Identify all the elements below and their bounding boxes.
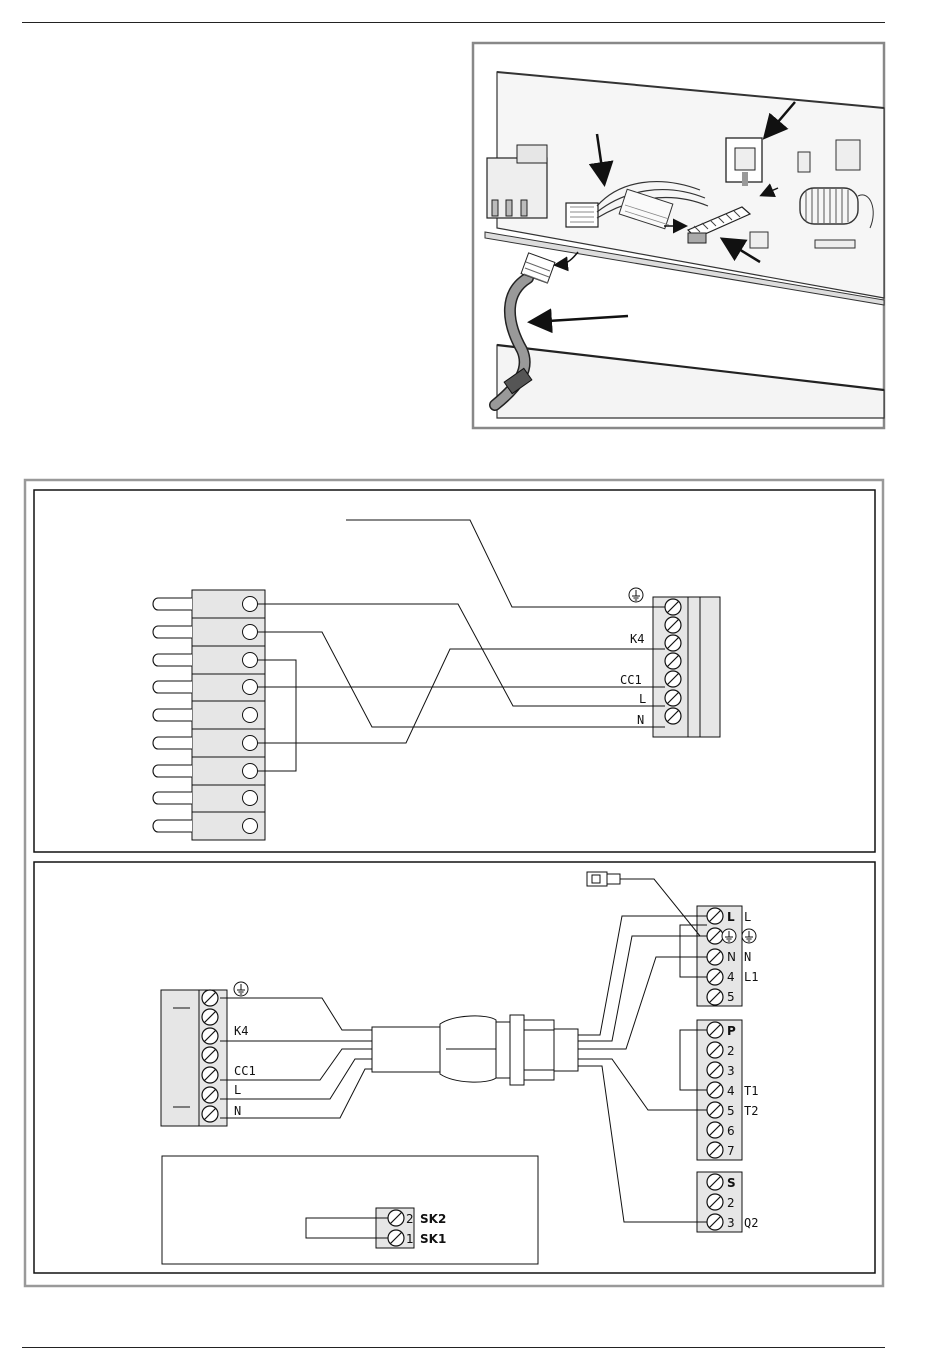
block3-number-3: 3 (727, 1216, 735, 1230)
block1-number-5: 5 (727, 990, 735, 1004)
cable-gland (372, 1015, 578, 1085)
block1-label-n: N (744, 950, 751, 964)
installation-photo (473, 43, 884, 428)
terminal-block-1 (653, 597, 720, 737)
inset-box: 2 1 SK2 SK1 (162, 1156, 538, 1264)
left-label-k4: K4 (234, 1024, 248, 1038)
block1-label-l: L (744, 910, 751, 924)
block3-number-2: 2 (727, 1196, 735, 1210)
block2-number-3: 3 (727, 1064, 735, 1078)
block1-bold-label: L (727, 910, 735, 924)
block2-number-6: 6 (727, 1124, 735, 1138)
left-label-cc1: CC1 (234, 1064, 256, 1078)
inset-label-sk2: SK2 (420, 1212, 446, 1226)
block2-number-5: 5 (727, 1104, 735, 1118)
block1-ground-small-icon (722, 929, 736, 943)
ground-icon (629, 588, 643, 602)
terminal-label-l: L (639, 692, 646, 706)
ground-icon (742, 929, 756, 943)
block2-label-t2: T2 (744, 1104, 758, 1118)
spade-connector (587, 872, 620, 886)
block1-number-n: N (727, 950, 736, 964)
block1-number-4: 4 (727, 970, 735, 984)
block2-number-2: 2 (727, 1044, 735, 1058)
block2-label-t1: T1 (744, 1084, 758, 1098)
block2-bold-label: P (727, 1024, 736, 1038)
left-label-l: L (234, 1083, 241, 1097)
ground-icon (234, 982, 248, 996)
block3-label-q2: Q2 (744, 1216, 758, 1230)
block1-label-l1: L1 (744, 970, 758, 984)
inset-label-sk1: SK1 (420, 1232, 446, 1246)
terminal-block-left (161, 990, 227, 1126)
inset-number-2: 2 (406, 1212, 414, 1226)
relay-module (726, 138, 762, 186)
wires-1 (258, 520, 665, 771)
inset-number-1: 1 (406, 1232, 414, 1246)
block3-bold-label: S (727, 1176, 736, 1190)
block2-number-4: 4 (727, 1084, 735, 1098)
left-label-n: N (234, 1104, 241, 1118)
plug-connector (153, 590, 265, 840)
wiring-diagram-2: K4 CC1 L N (34, 862, 875, 1273)
wiring-diagram-1: K4 CC1 L N (34, 490, 875, 852)
terminal-label-k4: K4 (630, 632, 644, 646)
block2-number-7: 7 (727, 1144, 735, 1158)
terminal-label-cc1: CC1 (620, 673, 642, 687)
terminal-label-n: N (637, 713, 644, 727)
